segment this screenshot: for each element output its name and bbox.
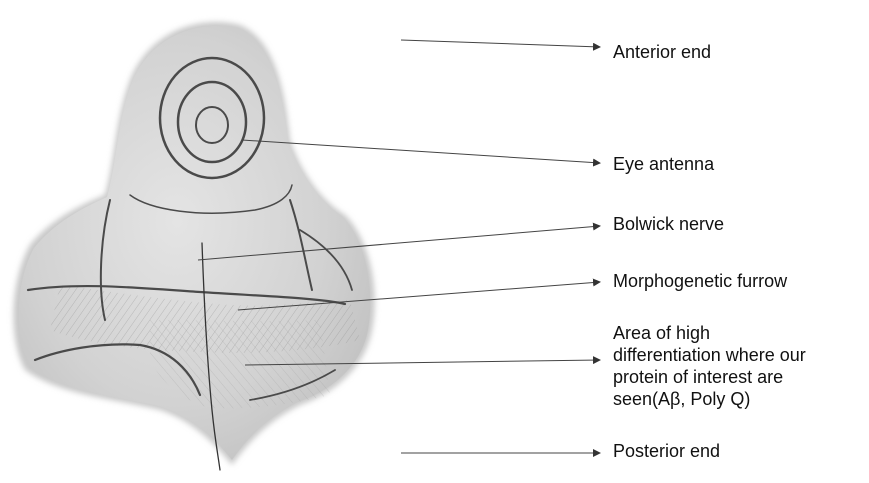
label-bolwick-nerve: Bolwick nerve: [613, 213, 724, 235]
label-posterior-end: Posterior end: [613, 440, 720, 462]
label-eye-antenna: Eye antenna: [613, 153, 714, 175]
label-morphogenetic-furrow: Morphogenetic furrow: [613, 270, 787, 292]
label-high-differentiation-area: Area of high differentiation where our p…: [613, 322, 863, 410]
label-area-line-3: protein of interest are: [613, 366, 863, 388]
label-area-line-4: seen(Aβ, Poly Q): [613, 388, 863, 410]
label-area-line-2: differentiation where our: [613, 344, 863, 366]
label-area-line-1: Area of high: [613, 322, 863, 344]
label-anterior-end: Anterior end: [613, 41, 711, 63]
arrow-anterior: [401, 40, 600, 47]
